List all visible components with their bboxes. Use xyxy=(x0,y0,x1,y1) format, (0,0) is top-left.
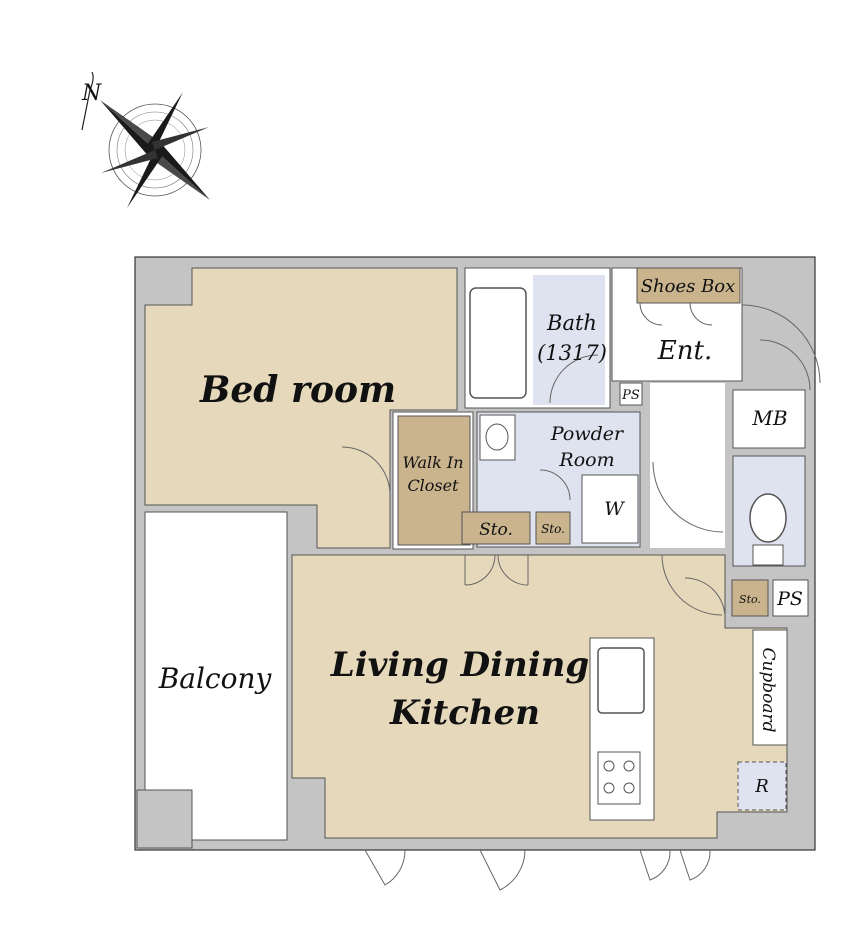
powder-label-line2: Room xyxy=(558,449,614,471)
ldk-label-line2: Kitchen xyxy=(389,693,540,733)
bath-floor xyxy=(533,275,605,405)
wic-label-line1: Walk In xyxy=(402,453,463,472)
ldk-label-line1: Living Dining xyxy=(330,645,589,685)
storage-1 xyxy=(461,511,531,545)
north-label: N xyxy=(81,81,102,106)
washer-box xyxy=(581,474,639,544)
stove-icon xyxy=(597,751,641,805)
storage-2 xyxy=(535,511,571,545)
ps-large-label: PS xyxy=(776,588,803,610)
fridge-label: R xyxy=(754,776,769,797)
walk-in-closet xyxy=(397,415,471,546)
sink-icon xyxy=(597,647,645,714)
compass-rose-icon xyxy=(81,71,210,208)
shoes-box xyxy=(636,267,741,304)
washer-label: W xyxy=(604,498,625,520)
ps-small xyxy=(619,382,643,406)
bath-label: Bath xyxy=(546,311,597,335)
washbasin-icon xyxy=(479,414,516,461)
doors xyxy=(341,302,821,891)
ldk-floor xyxy=(291,554,788,839)
balcony-pillar xyxy=(136,789,193,849)
hallway xyxy=(650,383,725,548)
bath-size-label: (1317) xyxy=(537,341,607,365)
toilet-tank xyxy=(752,544,784,566)
shoes-box-label: Shoes Box xyxy=(641,276,736,297)
bathtub-icon xyxy=(469,287,527,399)
bedroom-floor xyxy=(144,267,458,549)
fridge-space xyxy=(737,761,787,811)
entrance-label: Ent. xyxy=(657,336,712,366)
storage-2-label: Sto. xyxy=(541,522,565,536)
storage-3 xyxy=(731,579,769,617)
storage-3-label: Sto. xyxy=(739,593,761,606)
ps-large xyxy=(772,579,809,617)
ps-small-label: PS xyxy=(621,388,640,403)
powder-label-line1: Powder xyxy=(550,423,625,445)
storage-1-label: Sto. xyxy=(479,520,513,540)
wic-label-line2: Closet xyxy=(407,476,459,495)
mb-box xyxy=(732,389,806,449)
cupboard xyxy=(752,629,788,746)
mb-label: MB xyxy=(751,406,787,430)
balcony-area xyxy=(144,511,288,841)
toilet-icon xyxy=(749,493,787,543)
bedroom-label: Bed room xyxy=(199,369,396,411)
balcony-label: Balcony xyxy=(158,662,273,695)
cupboard-label: Cupboard xyxy=(758,647,778,732)
